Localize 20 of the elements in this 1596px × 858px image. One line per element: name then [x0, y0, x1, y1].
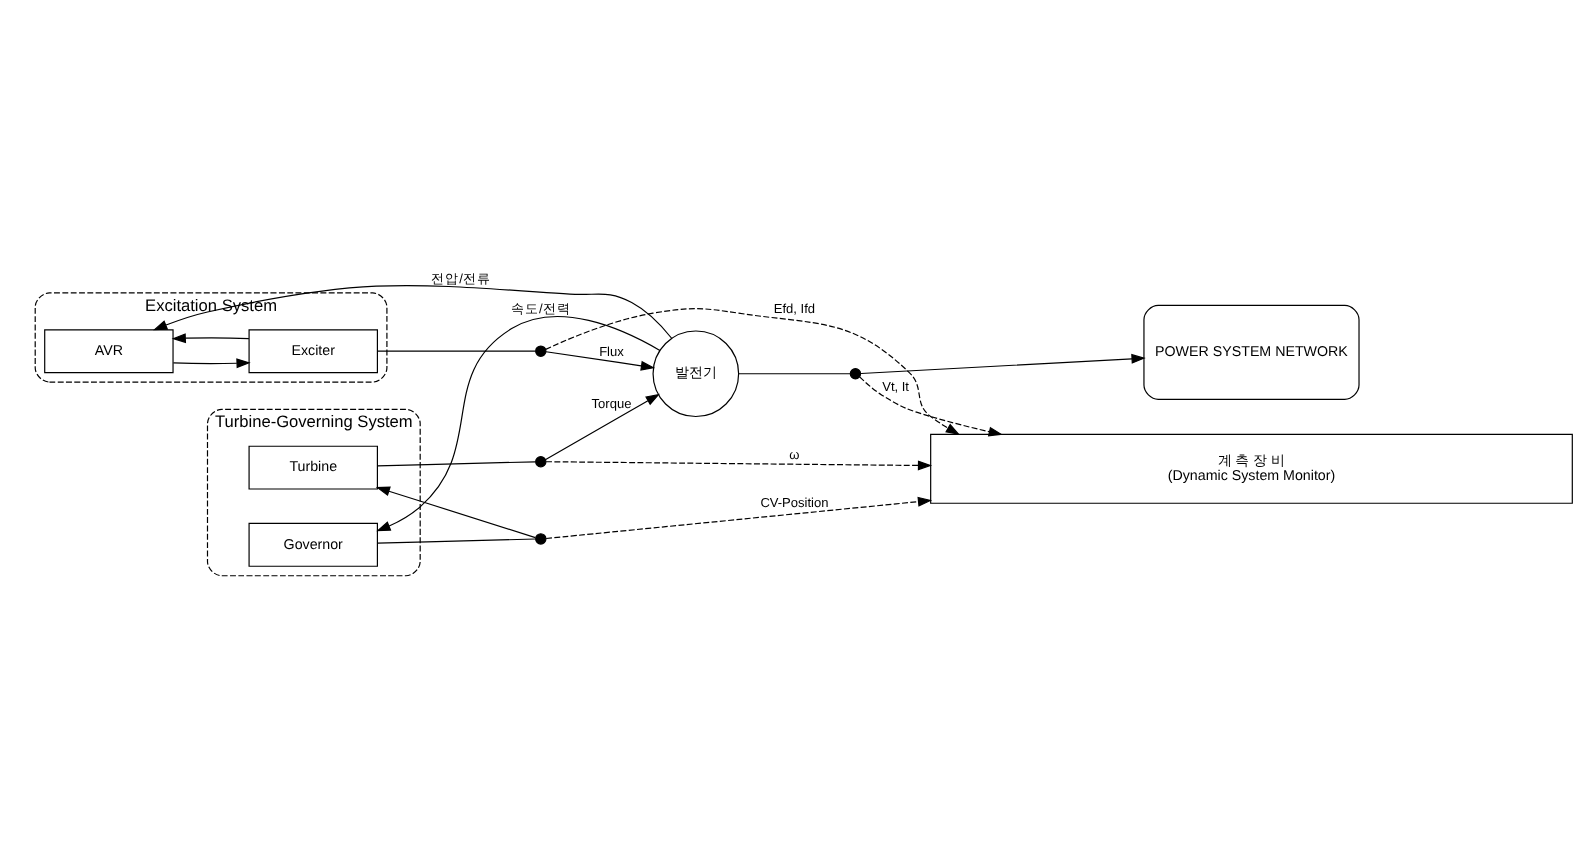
arrow: [544, 393, 659, 461]
node-circle: [534, 455, 546, 468]
node-circle: [534, 533, 546, 545]
arrow: [544, 460, 932, 471]
arrow: [171, 358, 250, 369]
arrow: [152, 284, 672, 339]
arrow: [544, 351, 655, 371]
node-circle: [534, 345, 546, 357]
connector: [737, 373, 850, 375]
node-circle: [848, 368, 861, 380]
arrow: [170, 333, 249, 344]
arrow: [859, 353, 1145, 375]
arrow: [374, 486, 535, 539]
arrow: [544, 496, 932, 540]
connector: [375, 350, 535, 352]
arrow: [544, 308, 960, 436]
connector: [375, 461, 535, 467]
arrow: [375, 316, 660, 532]
connector: [375, 538, 535, 544]
arrow: [858, 376, 1002, 437]
